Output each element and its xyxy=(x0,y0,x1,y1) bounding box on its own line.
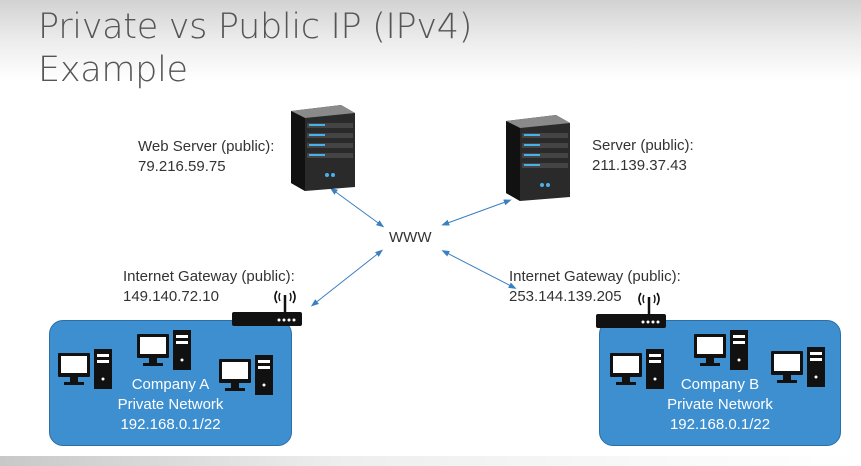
arrow-gateway-a-www xyxy=(310,249,384,307)
server-label: Server (public): 211.139.37.43 xyxy=(592,137,694,174)
desktop-computer-icon xyxy=(219,355,273,395)
router-icon xyxy=(596,292,666,328)
www-label: WWW xyxy=(389,229,432,246)
title-line-2: Example xyxy=(38,50,188,90)
slide-footer-strip xyxy=(0,456,861,466)
private-network-a: Company A Private Network 192.168.0.1/22 xyxy=(49,320,292,446)
desktop-computer-icon xyxy=(610,349,664,389)
gateway-b-label: Internet Gateway (public): 253.144.139.2… xyxy=(509,268,681,305)
server-icon xyxy=(291,105,355,191)
arrow-webserver-www xyxy=(329,187,385,228)
desktop-computer-icon xyxy=(137,330,191,370)
desktop-computer-icon xyxy=(771,347,825,387)
gateway-a-label: Internet Gateway (public): 149.140.72.10 xyxy=(123,268,295,305)
server-icon xyxy=(506,115,570,201)
title-line-1: Private vs Public IP (IPv4) xyxy=(38,7,473,47)
network-b-text: Company B Private Network 192.168.0.1/22 xyxy=(667,376,773,433)
web-server-label: Web Server (public): 79.216.59.75 xyxy=(138,138,275,175)
desktop-computer-icon xyxy=(58,349,112,389)
arrow-gateway-b-www xyxy=(441,250,517,289)
slide-title: Private vs Public IP (IPv4) Example xyxy=(38,6,472,92)
private-network-b: Company B Private Network 192.168.0.1/22 xyxy=(599,320,841,446)
network-a-text: Company A Private Network 192.168.0.1/22 xyxy=(117,376,224,433)
router-icon xyxy=(232,290,302,326)
desktop-computer-icon xyxy=(694,330,748,370)
arrow-server-www xyxy=(441,199,512,226)
